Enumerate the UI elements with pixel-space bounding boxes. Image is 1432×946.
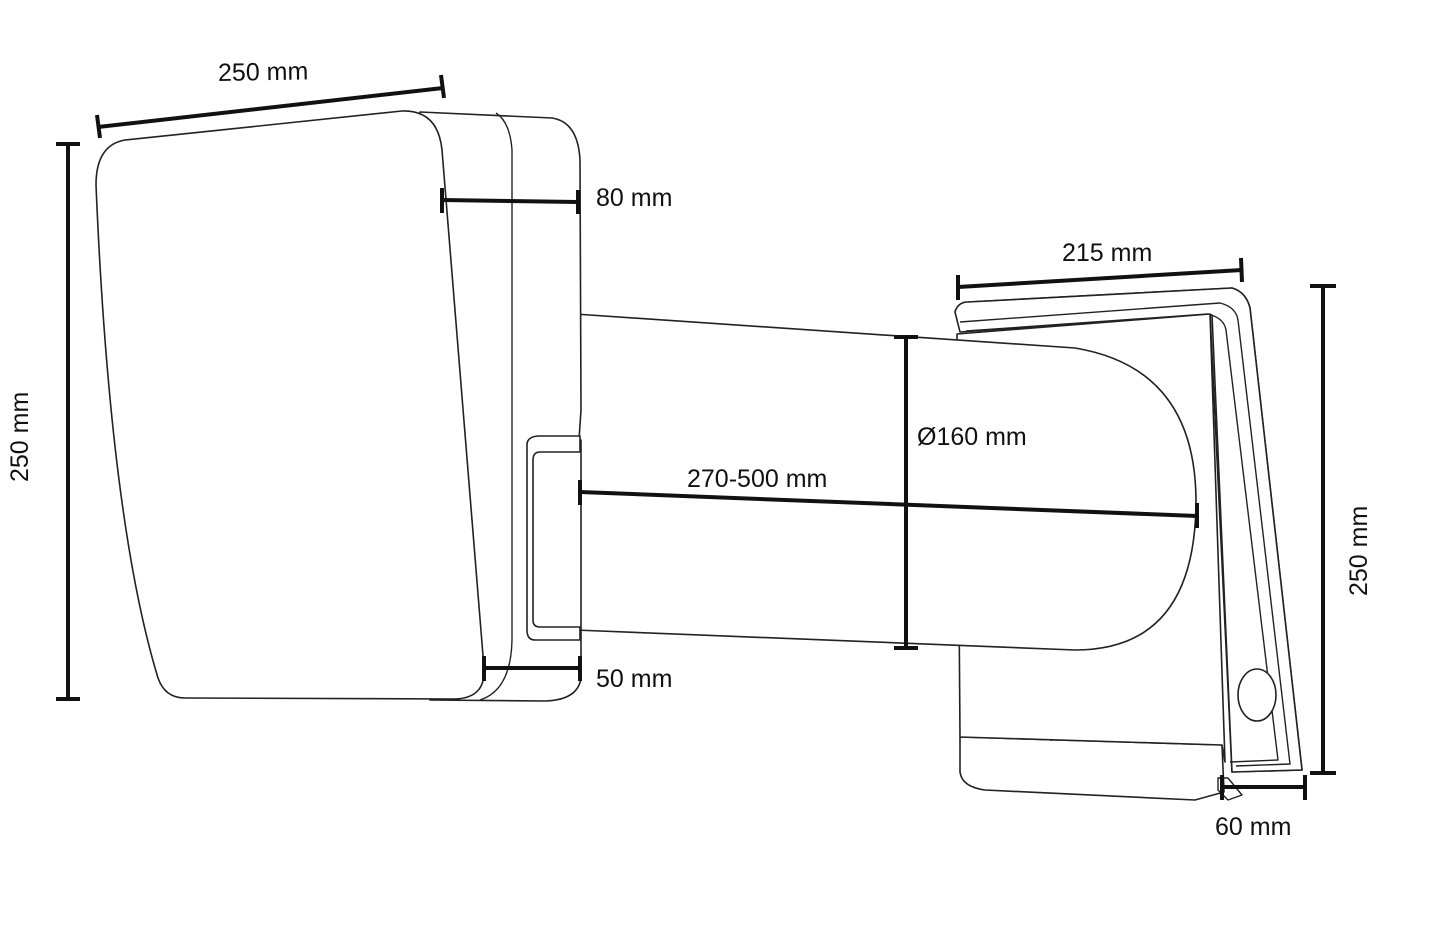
dimension-lines	[56, 74, 1336, 800]
front-width-label: 250 mm	[218, 57, 309, 87]
front-height-label: 250 mm	[6, 392, 34, 482]
front-base-depth-label: 50 mm	[596, 665, 672, 693]
outer-width-label: 215 mm	[1062, 239, 1152, 267]
duct-tube	[574, 313, 1197, 651]
front-depth-label: 80 mm	[596, 184, 672, 212]
duct-length-label: 270-500 mm	[687, 465, 827, 493]
outer-height-label: 250 mm	[1345, 506, 1373, 596]
outer-depth-label: 60 mm	[1215, 813, 1291, 841]
front-unit	[95, 110, 582, 702]
duct-diameter-label: Ø160 mm	[917, 423, 1027, 451]
